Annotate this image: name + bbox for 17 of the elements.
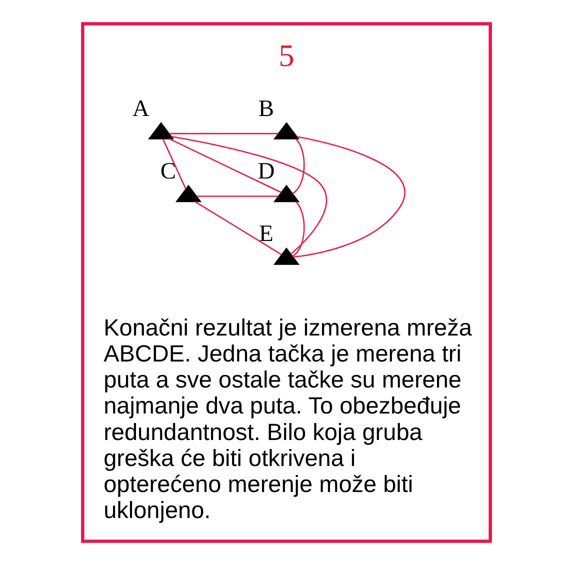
node-label: D — [258, 158, 275, 184]
connector — [171, 136, 327, 255]
connector — [293, 136, 406, 258]
connector — [196, 196, 278, 197]
connector — [168, 132, 278, 134]
connector — [292, 138, 305, 194]
cluster — [81, 22, 492, 543]
label: 5 — [278, 38, 294, 73]
connector — [292, 201, 305, 257]
node-label: E — [259, 221, 274, 248]
node-label: A — [132, 96, 150, 122]
node-label: B — [258, 96, 274, 122]
connector — [162, 138, 186, 190]
connector — [194, 200, 282, 256]
node-label: C — [160, 158, 176, 184]
connector — [169, 138, 282, 193]
label: Konačni rezultat je izmerena mreža ABCDE. Jedna tačka je merena tri puta a sve ostale tačke su merene najmanje dva puta. To obezbeđuje redundantnost. Bilo koja gruba greška će biti otkrivena i opterećeno merenje može biti uklonjeno. — [104, 314, 472, 524]
